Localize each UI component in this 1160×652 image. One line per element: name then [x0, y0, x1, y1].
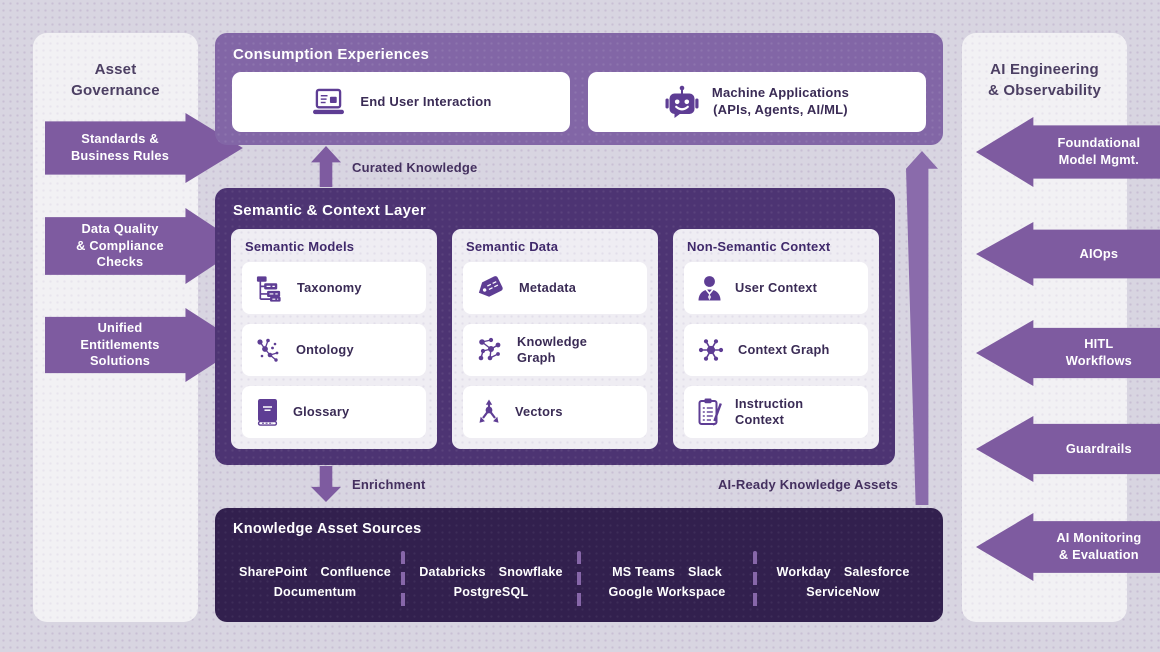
user-icon: [698, 276, 721, 301]
arrow-label: AIOps: [1079, 245, 1119, 261]
knowledge-graph-item: Knowledge Graph: [463, 324, 647, 376]
source-group-business-apps: Workday Salesforce ServiceNow: [776, 564, 910, 599]
source-group-databases: Databricks Snowflake PostgreSQL: [419, 564, 563, 599]
glossary-icon: [257, 399, 278, 426]
arrow-data-quality-compliance: Data Quality & Compliance Checks: [45, 208, 243, 284]
knowledge-graph-icon: [478, 337, 501, 361]
taxonomy-icon: [256, 275, 281, 302]
arrow-aiops: AIOps: [976, 222, 1160, 286]
arrow-guardrails: Guardrails: [976, 416, 1160, 482]
ontology-icon: [257, 338, 279, 362]
item-label: Metadata: [519, 280, 577, 295]
item-label: Vectors: [515, 404, 563, 419]
item-label: User Context: [735, 280, 818, 295]
ai-engineering-observability-panel: AI Engineering & Observability Foundatio…: [962, 33, 1160, 622]
ai-engineering-title: AI Engineering & Observability: [987, 61, 1102, 99]
end-user-interaction-card: End User Interaction: [232, 72, 570, 132]
item-label: Glossary: [293, 404, 350, 419]
sources-groups: SharePoint Confluence Documentum Databri…: [229, 550, 929, 614]
dashed-divider: [577, 551, 581, 613]
arrow-label: Standards & Business Rules: [70, 131, 170, 163]
tag-icon: [478, 276, 503, 297]
card-label: End User Interaction: [360, 93, 492, 109]
metadata-item: Metadata: [463, 262, 647, 314]
arrow-standards-business-rules: Standards & Business Rules: [45, 113, 243, 183]
source-group-content: SharePoint Confluence Documentum: [238, 564, 392, 599]
consumption-cards: End User Interaction Machine Application…: [232, 72, 926, 132]
arrow-label: HITL Workflows: [1065, 336, 1132, 368]
item-label: Context Graph: [738, 342, 830, 357]
robot-icon: [665, 85, 699, 118]
column-semantic-data: Semantic Data Metadata: [452, 229, 658, 449]
item-label: Instruction Context: [735, 396, 804, 427]
enrichment-label: Enrichment: [352, 477, 426, 492]
column-title: Non-Semantic Context: [687, 239, 831, 254]
consumption-title: Consumption Experiences: [233, 46, 430, 63]
arrow-ai-monitoring-evaluation: AI Monitoring & Evaluation: [976, 513, 1160, 581]
context-graph-icon: [698, 339, 724, 361]
laptop-icon: [313, 88, 345, 114]
consumption-experiences-band: Consumption Experiences End User Interac…: [215, 33, 943, 145]
arrow-unified-entitlements: Unified Entitlements Solutions: [45, 308, 243, 382]
knowledge-asset-sources-panel: Knowledge Asset Sources SharePoint Confl…: [215, 508, 943, 622]
instruction-context-item: Instruction Context: [684, 386, 868, 438]
semantic-context-layer-panel: Semantic & Context Layer Semantic Models…: [215, 188, 895, 465]
vectors-item: Vectors: [463, 386, 647, 438]
arrow-label: Guardrails: [1065, 440, 1132, 456]
semantic-columns: Semantic Models Taxonomy: [231, 229, 879, 449]
item-label: Knowledge Graph: [517, 334, 588, 365]
asset-governance-title: Asset Governance: [71, 61, 160, 99]
glossary-item: Glossary: [242, 386, 426, 438]
arrow-label: Data Quality & Compliance Checks: [76, 220, 164, 270]
arrow-foundational-model-mgmt: Foundational Model Mgmt.: [976, 117, 1160, 187]
machine-applications-card: Machine Applications (APIs, Agents, AI/M…: [588, 72, 926, 132]
arrow-hitl-workflows: HITL Workflows: [976, 320, 1160, 386]
curated-knowledge-label: Curated Knowledge: [352, 160, 478, 175]
arrow-label: Foundational Model Mgmt.: [1057, 135, 1141, 167]
user-context-item: User Context: [684, 262, 868, 314]
ai-ready-up-arrow: [906, 151, 938, 505]
context-graph-item: Context Graph: [684, 324, 868, 376]
taxonomy-item: Taxonomy: [242, 262, 426, 314]
instruction-icon: [698, 398, 722, 426]
source-group-collaboration: MS Teams Slack Google Workspace: [608, 564, 726, 599]
column-non-semantic-context: Non-Semantic Context User Context: [673, 229, 879, 449]
sources-title: Knowledge Asset Sources: [233, 521, 422, 537]
curated-knowledge-up-arrow: [311, 146, 341, 187]
item-label: Taxonomy: [297, 280, 362, 295]
column-title: Semantic Data: [466, 239, 559, 254]
vectors-icon: [479, 399, 499, 423]
asset-governance-panel: Asset Governance Standards & Business Ru…: [33, 33, 243, 622]
arrow-label: AI Monitoring & Evaluation: [1056, 530, 1142, 562]
column-title: Semantic Models: [245, 239, 355, 254]
enrichment-down-arrow: [311, 466, 341, 502]
dashed-divider: [401, 551, 405, 613]
semantic-layer-title: Semantic & Context Layer: [233, 202, 427, 219]
column-semantic-models: Semantic Models Taxonomy: [231, 229, 437, 449]
card-label: Machine Applications (APIs, Agents, AI/M…: [711, 85, 850, 117]
item-label: Ontology: [296, 342, 354, 357]
dashed-divider: [753, 551, 757, 613]
ai-ready-knowledge-assets-label: AI-Ready Knowledge Assets: [717, 477, 898, 492]
ontology-item: Ontology: [242, 324, 426, 376]
arrow-label: Unified Entitlements Solutions: [80, 319, 160, 369]
